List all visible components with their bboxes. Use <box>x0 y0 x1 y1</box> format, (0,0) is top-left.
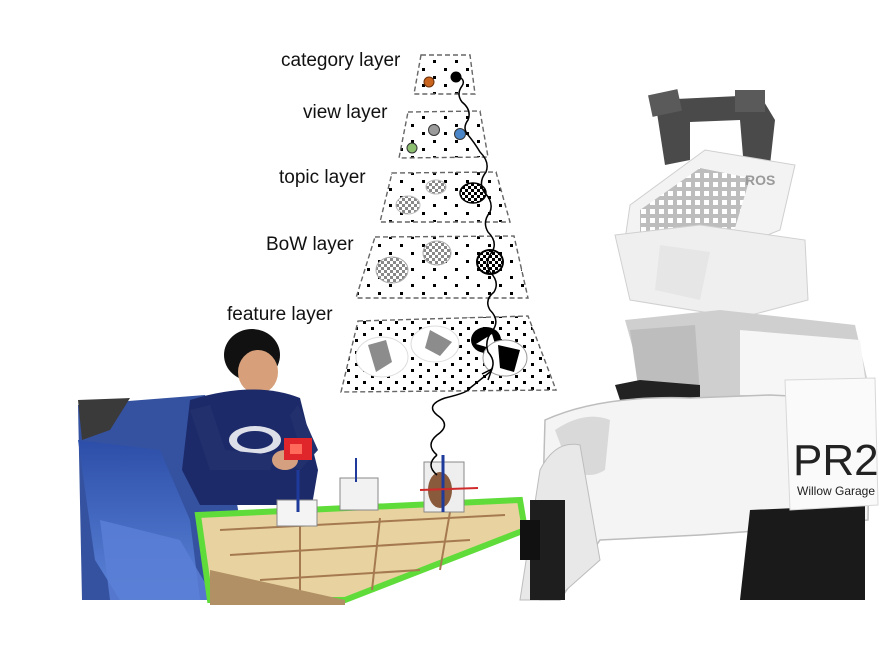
pr2-maker-text: Willow Garage <box>797 484 875 498</box>
bow-layer-label: BoW layer <box>266 234 354 255</box>
table <box>194 455 529 605</box>
topic-layer-label: topic layer <box>279 167 366 188</box>
pr2-robot: ROS PR2 Willow Garage <box>519 89 879 601</box>
bow-layer-plane <box>355 235 529 299</box>
view-layer-plane <box>398 110 489 159</box>
feature-layer-label: feature layer <box>227 304 333 325</box>
view-layer-label: view layer <box>303 102 388 123</box>
pr2-model-text: PR2 <box>793 436 879 485</box>
category-layer-label: category layer <box>281 50 401 71</box>
person <box>182 329 318 505</box>
topic-layer-plane <box>379 171 511 223</box>
ros-logo: ROS <box>745 172 775 188</box>
category-layer-plane <box>413 54 476 95</box>
inference-path <box>430 75 497 456</box>
feature-layer-plane <box>340 315 558 393</box>
